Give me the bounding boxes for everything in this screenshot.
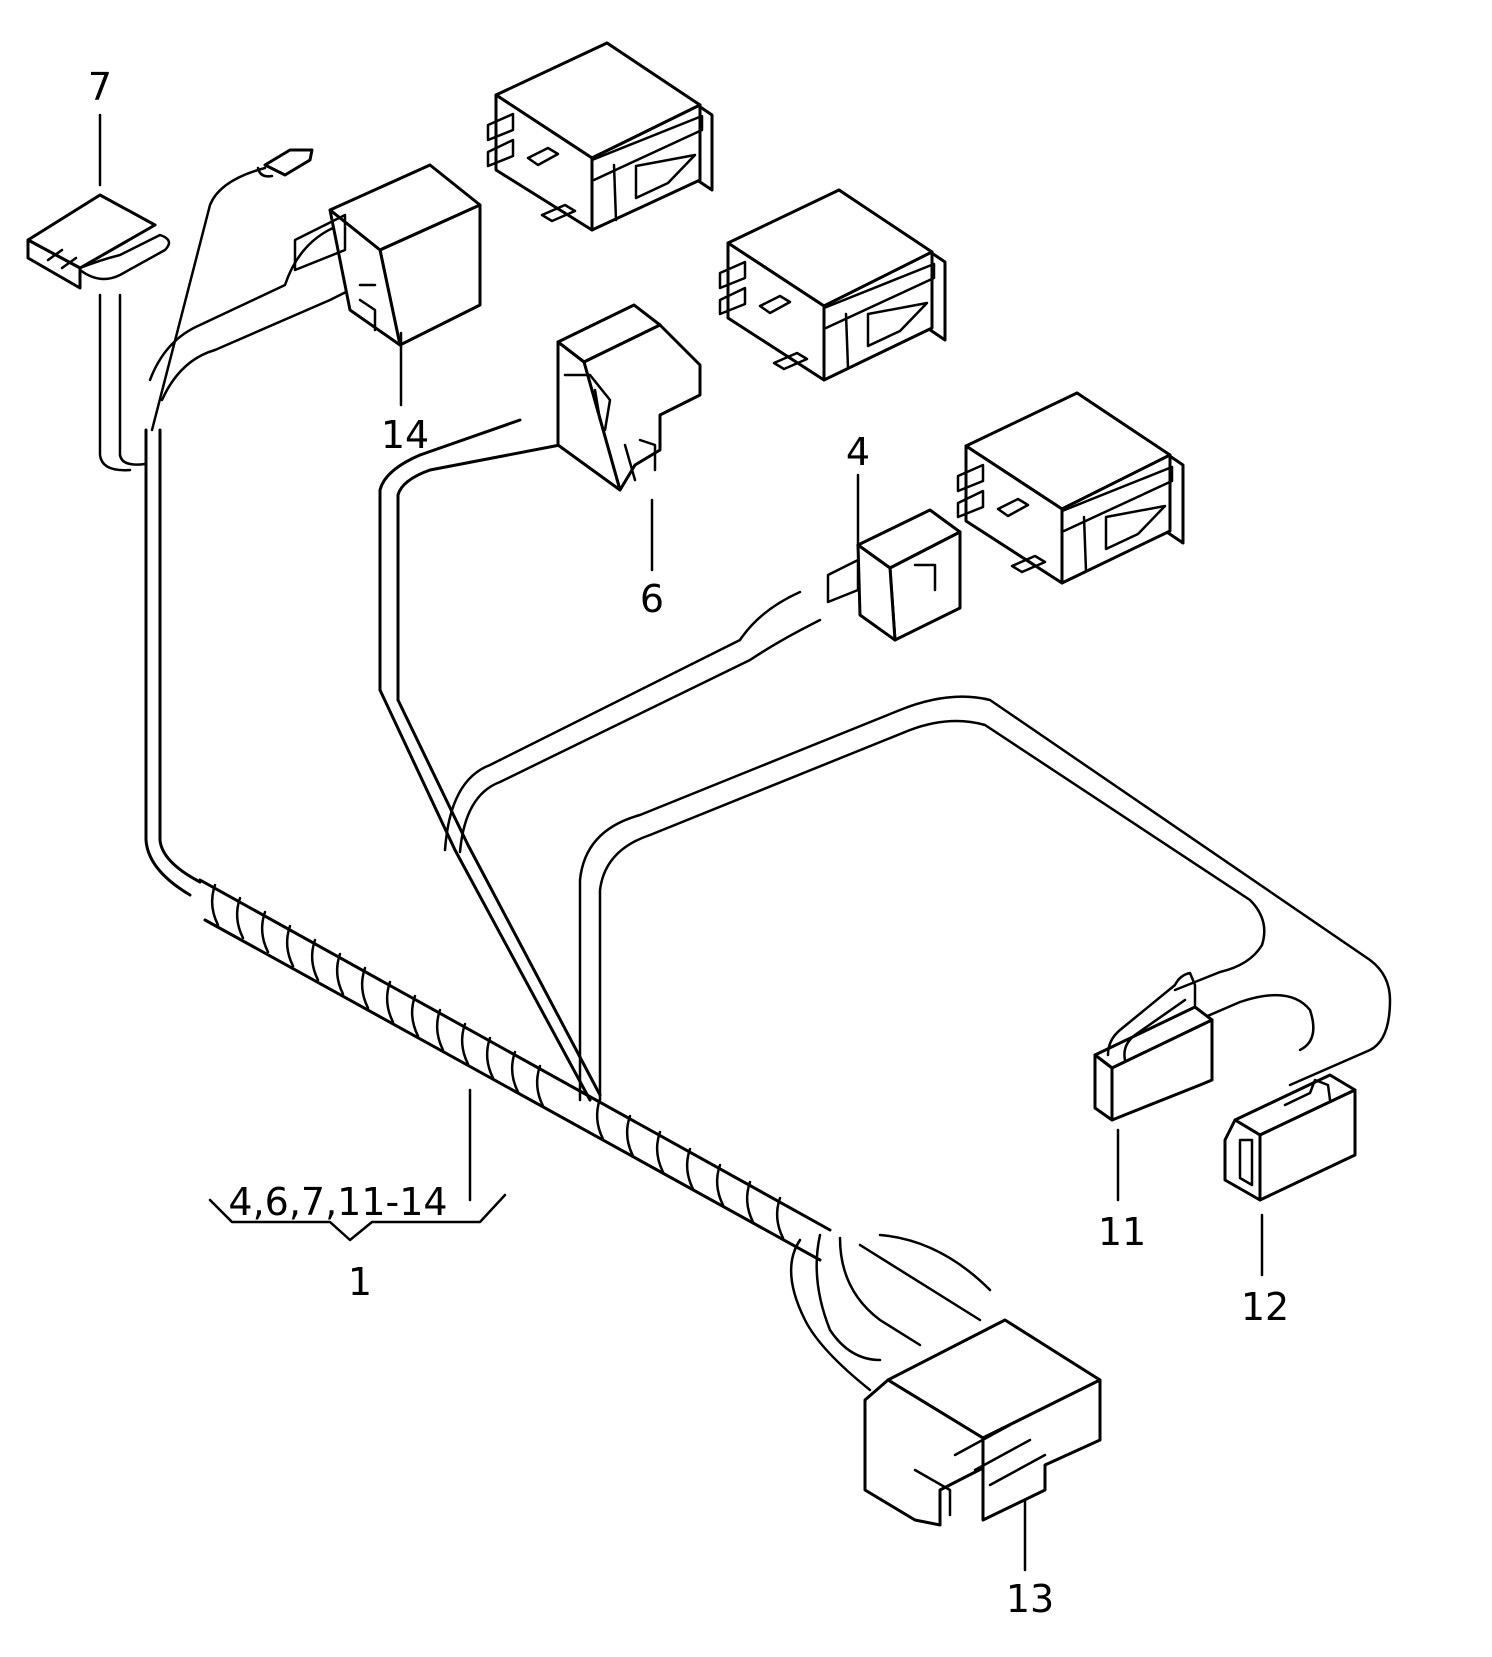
callout-6: 6 xyxy=(640,577,664,621)
callout-14: 14 xyxy=(381,413,429,457)
terminal xyxy=(256,148,314,178)
connector-11 xyxy=(1093,971,1214,1122)
connector-4 xyxy=(826,508,962,642)
callout-12: 12 xyxy=(1241,1285,1289,1329)
connector-14 xyxy=(293,163,482,347)
connector-7 xyxy=(26,193,171,290)
connector-6 xyxy=(556,303,702,492)
callout-13: 13 xyxy=(1006,1577,1054,1621)
leader-lines xyxy=(98,113,1264,1572)
assembly-includes-label: 4,6,7,11-14 xyxy=(228,1180,447,1224)
connector-12 xyxy=(1223,1073,1357,1202)
rocker-switch-2 xyxy=(718,188,947,382)
callout-4: 4 xyxy=(846,430,870,474)
callout-11: 11 xyxy=(1098,1210,1146,1254)
assembly-bracket xyxy=(208,1193,507,1242)
rocker-switch-3 xyxy=(956,391,1185,585)
connector-13 xyxy=(863,1318,1102,1527)
callout-1: 1 xyxy=(348,1260,372,1304)
harness-tape-wrap xyxy=(210,883,785,1240)
harness-wires xyxy=(98,166,1392,1392)
callout-7: 7 xyxy=(88,65,112,109)
rocker-switch-1 xyxy=(486,41,714,232)
